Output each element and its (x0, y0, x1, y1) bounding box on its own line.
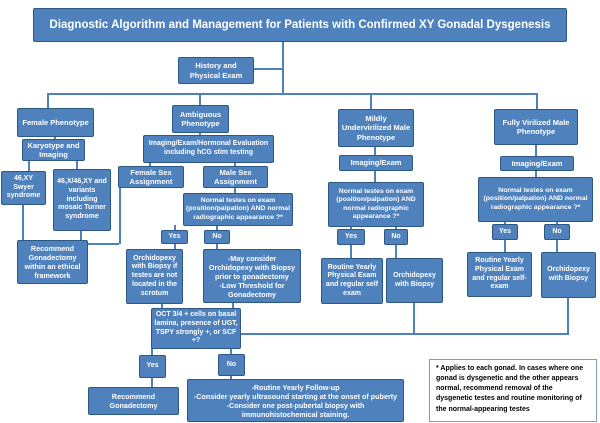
connector-line (216, 225, 218, 230)
connector-line (374, 170, 376, 182)
node-orchidopexy-if-not-in-scrotum: Orchidopexy with Biopsy if testes are no… (126, 249, 183, 304)
node-recommend-gonadectomy: Recommend Gonadectomy (88, 387, 179, 415)
connector-line (199, 132, 201, 136)
connector-line (119, 188, 121, 244)
connector-line (149, 162, 151, 167)
node-routine-yearly-followup: -Routine Yearly Follow-up -Consider year… (187, 379, 404, 422)
connector-line (350, 226, 352, 230)
node-imaging-exam-hormonal-evaluation: Imaging/Exam/Hormonal Evaluation includi… (143, 135, 274, 163)
connector-line (28, 160, 30, 171)
connector-line (174, 243, 176, 249)
connector-line (230, 348, 232, 355)
connector-line (536, 93, 538, 109)
node-yes-fully: Yes (492, 224, 518, 240)
node-orchidopexy-with-biopsy-mild: Orchidopexy with Biopsy (386, 258, 443, 303)
connector-line (199, 93, 201, 105)
connector-line (350, 244, 352, 258)
node-normal-testes-question-fully: Normal testes on exam (position/palpatio… (478, 177, 593, 222)
connector-line (556, 221, 558, 225)
node-female-sex-assignment: Female Sex Assignment (118, 166, 184, 188)
connector-line (535, 144, 537, 156)
node-no-mild: No (384, 229, 408, 245)
node-ambiguous-phenotype: Ambiguous Phenotype (172, 105, 229, 133)
connector-line (556, 239, 558, 253)
connector-line (254, 68, 282, 70)
node-orchidopexy-with-biopsy-fully: Orchidopexy with Biopsy (541, 252, 596, 298)
connector-line (504, 239, 506, 253)
node-yes-ambiguous: Yes (161, 230, 188, 244)
connector-line (535, 170, 537, 177)
node-46x-46xy-mosaic-turner: 46,X/46,XY and variants including mosaic… (53, 169, 111, 231)
connector-line (76, 160, 78, 169)
connector-line (151, 348, 153, 356)
diagram-title: Diagnostic Algorithm and Management for … (33, 8, 567, 42)
footnote: * Applies to each gonad. In cases where … (429, 359, 597, 422)
node-karyotype-and-imaging: Karyotype and Imaging (22, 139, 85, 161)
node-may-consider-orchidopexy: -May consider Orchidopexy with Biopsy pr… (203, 249, 301, 303)
connector-line (282, 42, 284, 93)
node-yes-mild: Yes (337, 229, 365, 245)
connector-line (240, 333, 569, 335)
node-recommend-gonadectomy-ethical: Recommend Gonadectomy within an ethical … (17, 240, 88, 284)
connector-line (161, 303, 163, 308)
connector-line (88, 243, 119, 245)
node-mildly-undervirilized-male-phenotype: Mildly Undervirilized Male Phenotype (338, 109, 414, 147)
connector-line (47, 93, 49, 108)
connector-line (216, 243, 218, 249)
connector-line (151, 377, 153, 388)
connector-line (230, 375, 232, 380)
node-fully-virilized-male-phenotype: Fully Virilized Male Phenotype (494, 109, 578, 145)
connector-line (22, 204, 24, 240)
connector-line (374, 146, 376, 155)
connector-line (234, 187, 236, 193)
node-no-fully: No (544, 224, 570, 240)
node-imaging-exam-fully: Imaging/Exam (500, 156, 574, 171)
node-oct-cells-question: OCT 3/4 + cells on basal lamina, presenc… (151, 308, 241, 349)
node-yes-oct: Yes (139, 355, 166, 378)
node-male-sex-assignment: Male Sex Assignment (203, 166, 268, 188)
connector-line (504, 221, 506, 225)
connector-line (395, 226, 397, 230)
connector-line (234, 162, 236, 167)
node-history-physical-exam: History and Physical Exam (178, 57, 254, 84)
node-no-ambiguous: No (204, 230, 230, 244)
connector-line (232, 302, 234, 308)
node-routine-yearly-exam-fully: Routine Yearly Physical Exam and regular… (467, 252, 532, 297)
node-normal-testes-question-ambiguous: Normal testes on exam (position/palpatio… (183, 193, 293, 226)
node-female-phenotype: Female Phenotype (17, 108, 94, 137)
connector-line (80, 230, 82, 240)
node-no-oct: No (218, 354, 245, 376)
node-imaging-exam-mild: Imaging/Exam (339, 155, 413, 171)
node-46xy-swyer-syndrome: 46,XY Swyer syndrome (1, 171, 46, 205)
connector-line (174, 225, 176, 230)
node-routine-yearly-exam-mild: Routine Yearly Physical Exam and regular… (321, 258, 383, 304)
node-normal-testes-question-mild: Normal testes on exam (position/palpatio… (328, 182, 424, 227)
connector-line (48, 93, 538, 95)
connector-line (54, 136, 56, 140)
connector-line (413, 302, 415, 335)
connector-line (567, 297, 569, 335)
connector-line (395, 244, 397, 258)
connector-line (370, 93, 372, 109)
